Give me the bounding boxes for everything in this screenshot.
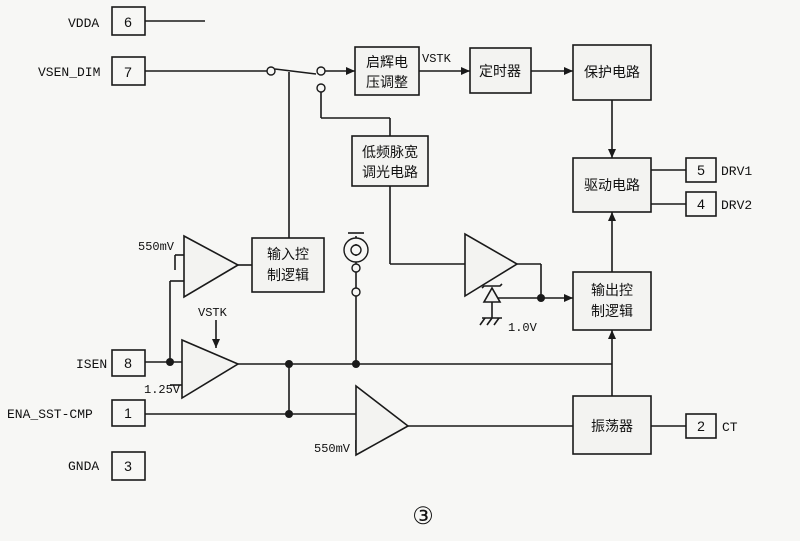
switch-contact-a [316, 66, 326, 76]
pin-drv1: 5 DRV1 [685, 157, 752, 183]
arrows [212, 67, 616, 348]
block-oscillator: 振荡器 [572, 395, 652, 455]
arrow-drive-top [608, 149, 616, 158]
svg-text:VDDA: VDDA [68, 16, 99, 31]
arrow-output-in [564, 294, 573, 302]
svg-text:DRV2: DRV2 [721, 198, 752, 213]
pin-vdda: VDDA 6 [68, 6, 146, 36]
svg-text:输入控: 输入控 [267, 247, 309, 263]
figure-caption: ③ [412, 502, 434, 530]
block-drive: 驱动电路 [572, 157, 652, 213]
label-550mv-bottom: 550mV [314, 442, 351, 456]
pin-gnda: GNDA 3 [68, 451, 146, 481]
junction-ena [285, 410, 293, 418]
svg-text:GNDA: GNDA [68, 459, 99, 474]
svg-text:2: 2 [697, 418, 705, 434]
svg-text:6: 6 [124, 14, 132, 30]
label-1-25v: 1.25V [144, 383, 181, 397]
pin-ena: ENA_SST-CMP 1 [7, 399, 146, 427]
switch-node-lower [351, 287, 361, 297]
arrow-protect [564, 67, 573, 75]
arrow-startup [346, 67, 355, 75]
comparator-dimming [464, 232, 519, 298]
arrow-output-logic [608, 330, 616, 339]
comparator-bottom [355, 384, 410, 457]
junction-amp-out [285, 360, 293, 368]
arrow-vstk-amp [212, 339, 220, 348]
comparator-top [183, 234, 240, 299]
svg-text:驱动电路: 驱动电路 [584, 178, 640, 194]
svg-text:启辉电: 启辉电 [366, 55, 408, 71]
junction-source [352, 360, 360, 368]
svg-text:DRV1: DRV1 [721, 164, 752, 179]
label-550mv-top: 550mV [138, 240, 175, 254]
pin-ct: 2 CT [685, 413, 738, 439]
block-protect: 保护电路 [572, 44, 652, 101]
block-timer: 定时器 [469, 47, 532, 94]
svg-text:保护电路: 保护电路 [584, 65, 640, 81]
svg-text:ISEN: ISEN [76, 357, 107, 372]
svg-text:4: 4 [697, 196, 705, 212]
svg-text:5: 5 [697, 162, 705, 178]
switch-contact-b [316, 83, 326, 93]
label-vstk-amp: VSTK [198, 306, 228, 320]
svg-text:CT: CT [722, 420, 738, 435]
block-pwm-dimming: 低频脉宽 调光电路 [351, 135, 429, 187]
svg-text:3: 3 [124, 458, 132, 474]
error-amplifier [181, 338, 240, 400]
switch-node-upper [351, 263, 361, 273]
pin-vsen-dim: VSEN_DIM 7 [38, 56, 146, 86]
pin-drv2: 4 DRV2 [685, 191, 752, 217]
junction-isen [166, 358, 174, 366]
svg-text:7: 7 [124, 64, 132, 80]
arrow-timer [461, 67, 470, 75]
svg-text:制逻辑: 制逻辑 [267, 268, 309, 284]
switch-contact-in [266, 66, 276, 76]
zener-diode [479, 283, 503, 326]
svg-text:VSEN_DIM: VSEN_DIM [38, 65, 100, 80]
current-source [343, 232, 369, 263]
label-1-0v: 1.0V [508, 321, 538, 335]
arrow-drive-bottom [608, 212, 616, 221]
svg-text:1: 1 [124, 405, 132, 421]
svg-text:输出控: 输出控 [591, 283, 633, 299]
svg-text:低频脉宽: 低频脉宽 [362, 144, 418, 161]
junction-zener [537, 294, 545, 302]
pin-isen: ISEN 8 [76, 349, 146, 377]
svg-text:振荡器: 振荡器 [591, 419, 633, 435]
block-input-logic: 输入控 制逻辑 [251, 237, 325, 293]
svg-text:8: 8 [124, 355, 132, 371]
label-vstk-top: VSTK [422, 52, 452, 66]
svg-text:调光电路: 调光电路 [362, 165, 418, 181]
block-startup-voltage: 启辉电 压调整 [354, 46, 420, 96]
svg-text:定时器: 定时器 [479, 64, 521, 80]
svg-text:制逻辑: 制逻辑 [591, 304, 633, 320]
block-output-logic: 输出控 制逻辑 [572, 271, 652, 331]
svg-text:ENA_SST-CMP: ENA_SST-CMP [7, 407, 93, 422]
svg-text:压调整: 压调整 [366, 75, 408, 91]
